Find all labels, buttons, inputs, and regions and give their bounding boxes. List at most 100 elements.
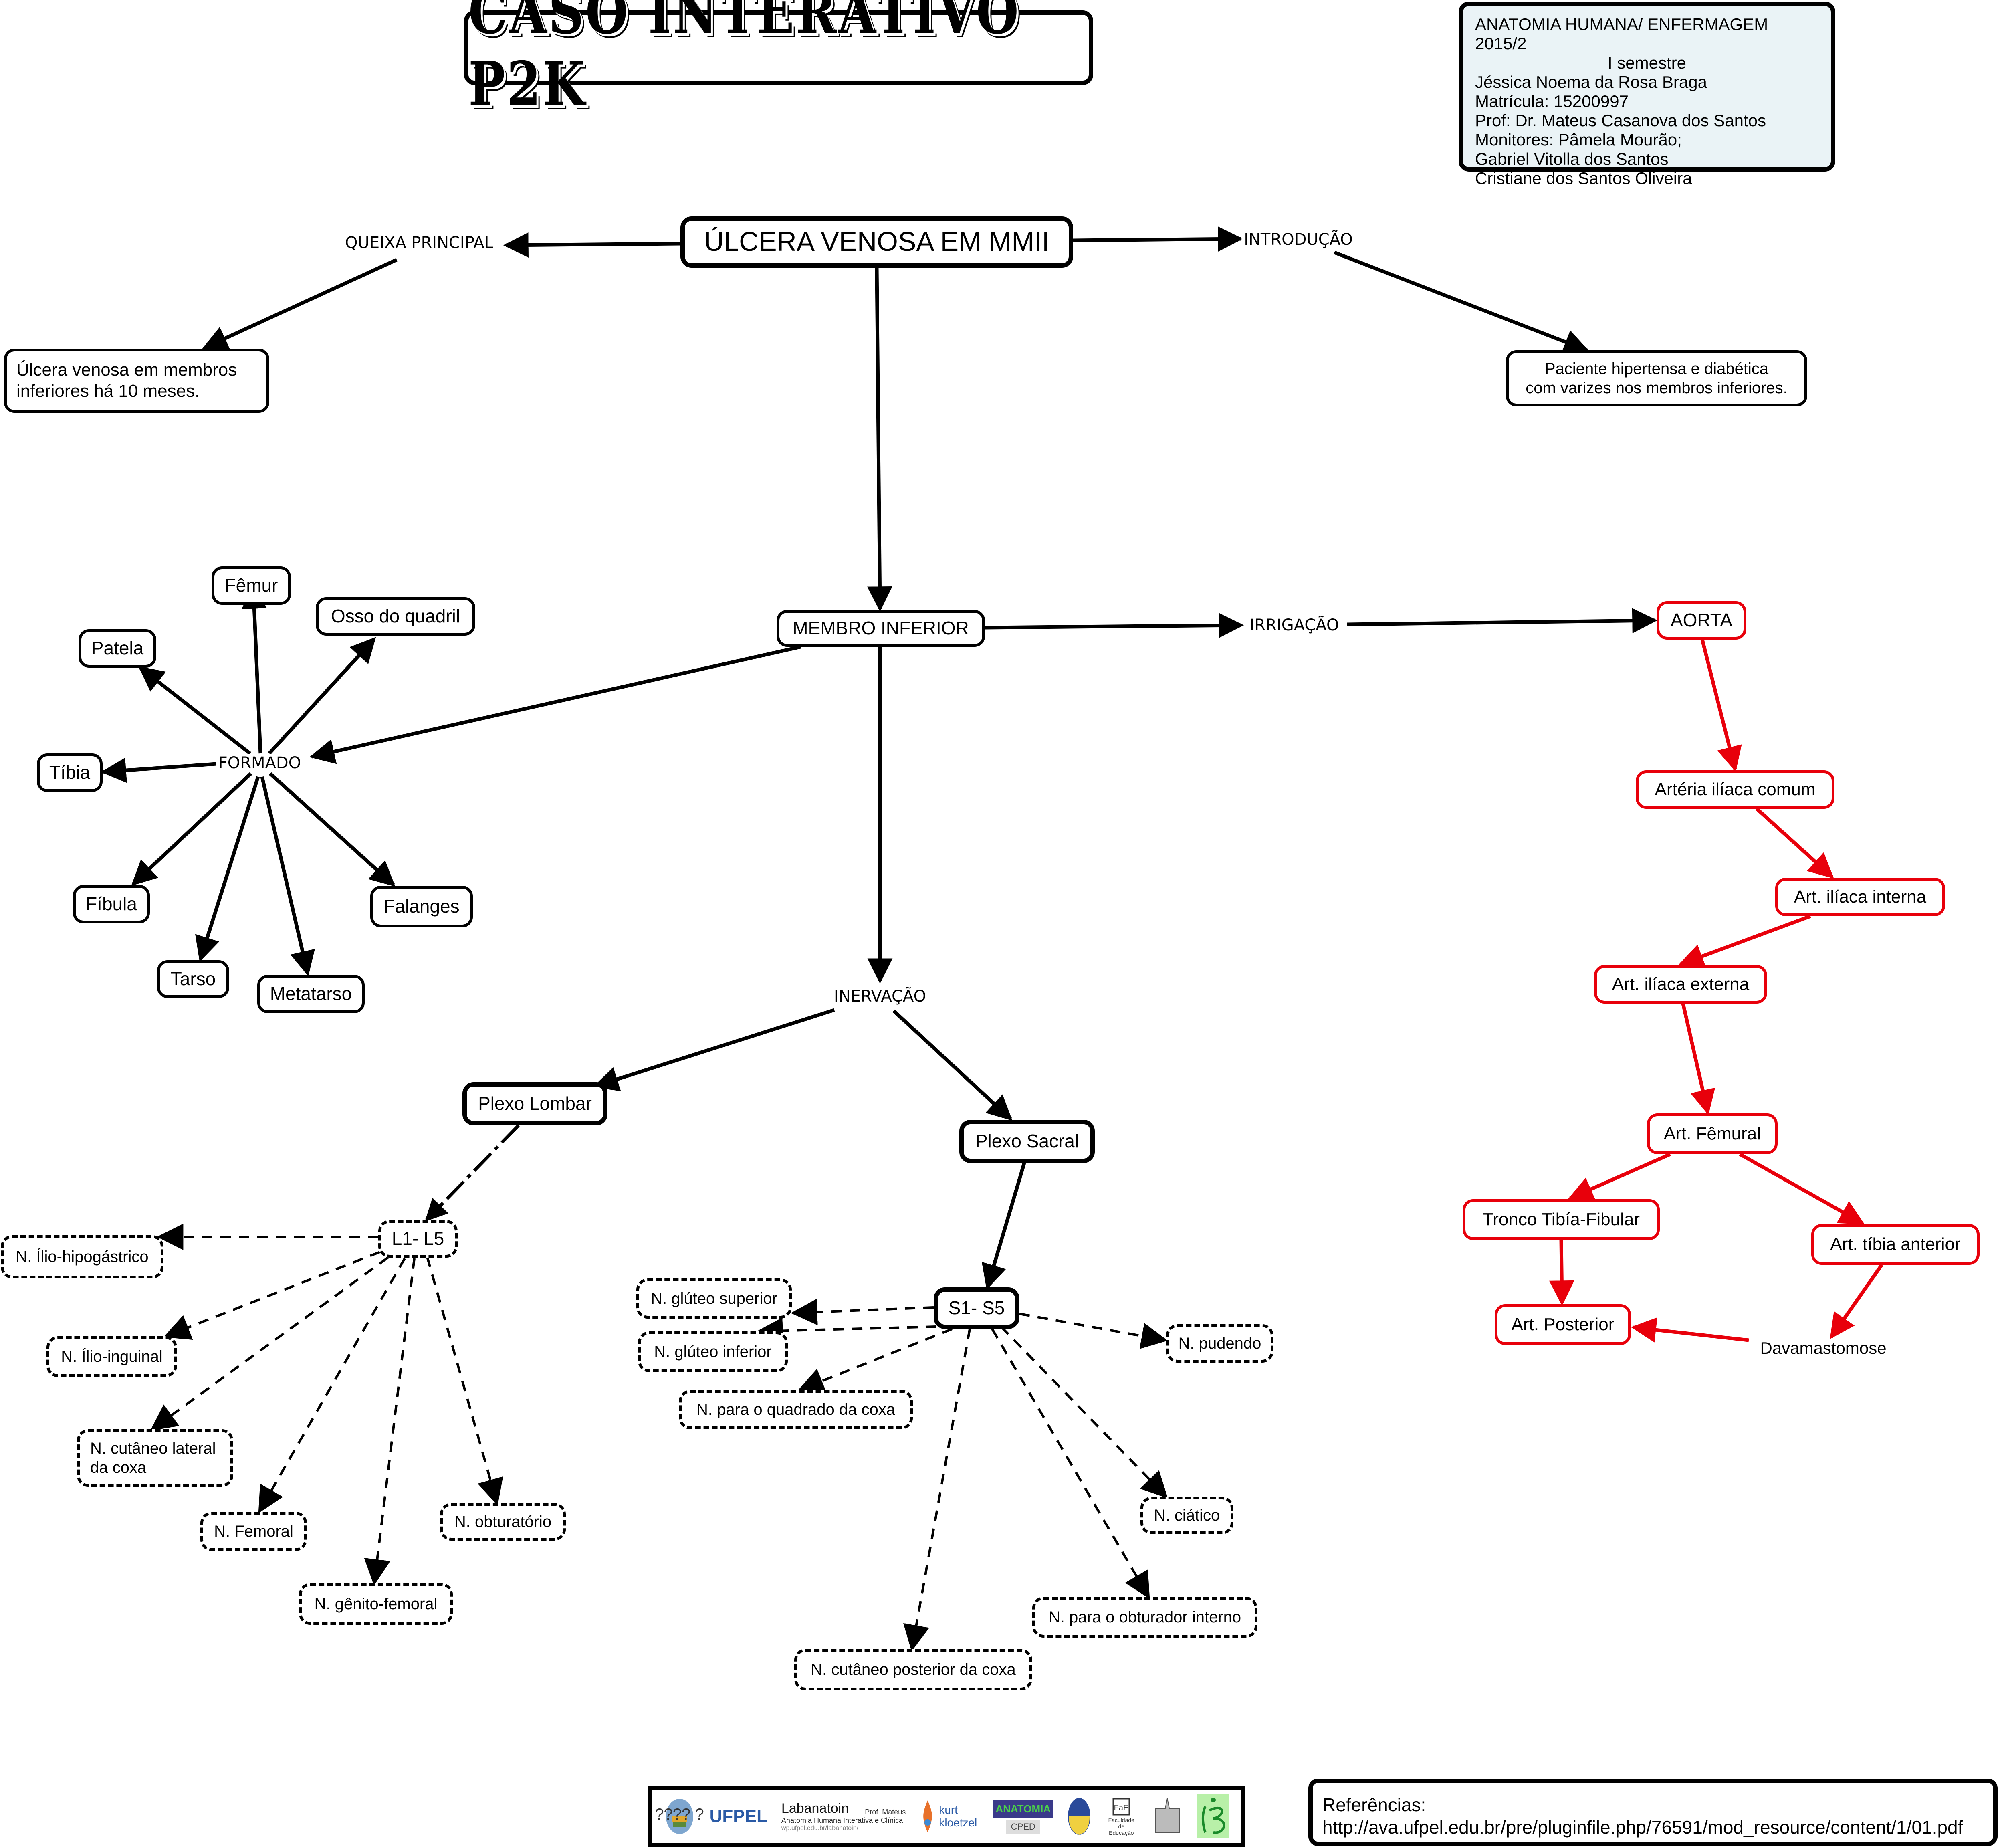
- nerve-node-obturatorio[interactable]: N. obturatório: [440, 1503, 566, 1541]
- edge-formado-metatarso: [260, 776, 315, 977]
- link-anastomose: Davamastomose: [1758, 1339, 1889, 1358]
- labanatoin-name: Labanatoin: [781, 1801, 849, 1816]
- edge-l1l5-femoral: [258, 1258, 406, 1513]
- edge-inervacao-lombar: [593, 1008, 835, 1091]
- edge-formado-quadril: [268, 637, 376, 755]
- artery-node-posterior[interactable]: Art. Posterior: [1495, 1304, 1631, 1345]
- artery-node-tronco-tibio-fibular[interactable]: Tronco Tibía-Fibular: [1463, 1199, 1660, 1240]
- edge-formado-femur: [241, 583, 267, 754]
- logo-text: ???? ?: [655, 1805, 704, 1823]
- university-seal-icon: ???? ?: [655, 1796, 704, 1836]
- edge-formado-fibula: [131, 772, 252, 886]
- edge-l1l5-genitofemoral: [364, 1258, 416, 1586]
- artery-node-iliaca-interna[interactable]: Art. ilíaca interna: [1775, 878, 1945, 916]
- artery-node-iliaca-comum[interactable]: Artéria ilíaca comum: [1636, 770, 1834, 809]
- edge-formado-falanges: [268, 772, 396, 887]
- link-introducao: INTRODUÇÃO: [1241, 230, 1355, 249]
- bone-node-quadril[interactable]: Osso do quadril: [316, 597, 475, 636]
- kurt-kloetzel-logo: kurt kloetzel: [920, 1798, 979, 1834]
- monitors-line: Monitores: Pâmela Mourão;: [1475, 130, 1682, 149]
- edge-formado-tarso: [195, 776, 260, 962]
- edge-l1l5-obturatorio: [426, 1256, 503, 1506]
- page-title: CASO INTERATIVO P2K: [468, 0, 1020, 120]
- ufpel-wordmark: UFPEL: [709, 1806, 767, 1826]
- nerve-node-gluteo-superior[interactable]: N. glúteo superior: [636, 1278, 792, 1319]
- professor-line: Prof: Dr. Mateus Casanova dos Santos: [1475, 111, 1766, 130]
- edge-interna-externa: [1678, 914, 1811, 968]
- edge-anastomose-posterior: [1631, 1317, 1749, 1343]
- nerve-node-cutaneo-lateral[interactable]: N. cutâneo lateral da coxa: [77, 1429, 233, 1487]
- edge-s1s5-cutaneo-post: [903, 1329, 971, 1652]
- nerve-node-cutaneo-posterior[interactable]: N. cutâneo posterior da coxa: [794, 1649, 1032, 1690]
- bone-node-tarso[interactable]: Tarso: [157, 960, 229, 998]
- edge-s1s5-pudendo: [1019, 1313, 1168, 1349]
- l1-l5-node[interactable]: L1- L5: [378, 1220, 458, 1258]
- bone-node-metatarso[interactable]: Metatarso: [257, 975, 365, 1013]
- course-line: ANATOMIA HUMANA/ ENFERMAGEM 2015/2: [1475, 15, 1768, 53]
- nerve-node-ciatico[interactable]: N. ciático: [1140, 1497, 1233, 1534]
- edge-formado-tibia: [101, 757, 217, 783]
- labanatoin-url: wp.ufpel.edu.br/labanatoin/: [781, 1825, 859, 1832]
- edge-l1l5-ilioinguinal: [163, 1251, 381, 1340]
- title-banner: CASO INTERATIVO P2K: [464, 0, 1093, 120]
- bone-node-falanges[interactable]: Falanges: [370, 886, 473, 927]
- nerve-node-quadrado-coxa[interactable]: N. para o quadrado da coxa: [679, 1390, 913, 1429]
- plexo-lombar-node[interactable]: Plexo Lombar: [462, 1082, 607, 1125]
- s1-s5-node[interactable]: S1- S5: [934, 1287, 1019, 1329]
- nerve-node-obturador-interno[interactable]: N. para o obturador interno: [1032, 1597, 1257, 1638]
- bone-node-fibula[interactable]: Fíbula: [73, 885, 150, 923]
- edge-femoral-tronco: [1568, 1152, 1671, 1201]
- ib-logo: [1197, 1794, 1230, 1838]
- artery-node-iliaca-externa[interactable]: Art. ilíaca externa: [1594, 965, 1767, 1004]
- introducao-node[interactable]: Paciente hipertensa e diabética com vari…: [1506, 350, 1807, 406]
- edge-root-membro: [867, 267, 892, 612]
- bone-node-patela[interactable]: Patela: [79, 629, 156, 668]
- edge-s1s5-obturador-int: [991, 1328, 1150, 1599]
- monitor-name: Cristiane dos Santos Oliveira: [1475, 169, 1692, 188]
- edge-inervacao-sacral: [892, 1009, 1013, 1121]
- anatomia-text: ANATOMIA: [993, 1799, 1053, 1818]
- artery-node-aorta[interactable]: AORTA: [1657, 601, 1746, 640]
- artery-node-tibia-anterior[interactable]: Art. tíbia anterior: [1811, 1224, 1980, 1265]
- nerve-node-femoral[interactable]: N. Femoral: [200, 1512, 307, 1551]
- labanatoin-subtitle: Anatomia Humana Interativa e Clínica: [781, 1816, 903, 1824]
- membro-inferior-node[interactable]: MEMBRO INFERIOR: [777, 610, 985, 647]
- bone-node-femur[interactable]: Fêmur: [212, 566, 291, 605]
- building-icon: [1155, 1798, 1180, 1833]
- edge-femoral-tibia-ant: [1739, 1153, 1865, 1225]
- edge-tibia-ant-anastomose: [1830, 1264, 1883, 1339]
- edge-s1s5-ciatico: [1000, 1325, 1168, 1499]
- student-id: Matrícula: 15200997: [1475, 92, 1629, 111]
- edge-aorta-comum: [1700, 639, 1742, 772]
- nerve-node-pudendo[interactable]: N. pudendo: [1166, 1324, 1273, 1363]
- flame-icon: [923, 1800, 932, 1832]
- nerve-node-iliohipogastrico[interactable]: N. Ílio-hipogástrico: [1, 1235, 163, 1278]
- link-formado: FORMADO: [216, 754, 304, 772]
- artery-node-femoral[interactable]: Art. Fêmural: [1647, 1113, 1778, 1154]
- queixa-node[interactable]: Úlcera venosa em membros inferiores há 1…: [4, 349, 269, 413]
- edge-comum-interna: [1755, 807, 1834, 879]
- svg-text:FaE: FaE: [1114, 1804, 1129, 1812]
- semester-line: I semestre: [1607, 53, 1687, 72]
- edge-queixa-text: [202, 258, 398, 350]
- root-node[interactable]: ÚLCERA VENOSA EM MMII: [680, 216, 1073, 268]
- edge-s1s5-quadrado: [797, 1328, 953, 1394]
- plexo-sacral-node[interactable]: Plexo Sacral: [959, 1120, 1095, 1163]
- ufpel-logo: UFPEL: [710, 1806, 767, 1826]
- edge-sacral-s1s5: [981, 1162, 1026, 1290]
- logos-strip: ???? ? UFPEL Labanatoin Prof. Mateus Ana…: [648, 1786, 1245, 1847]
- medicina-logo: [1151, 1796, 1183, 1836]
- labanatoin-logo: Labanatoin Prof. Mateus Anatomia Humana …: [781, 1801, 906, 1832]
- nerve-node-ilioinguinal[interactable]: N. Ílio-inguinal: [46, 1336, 177, 1377]
- references-link[interactable]: http://ava.ufpel.edu.br/pre/pluginfile.p…: [1322, 1817, 1963, 1838]
- bone-node-tibia[interactable]: Tíbia: [37, 753, 103, 792]
- edge-s1s5-gluteo-inf: [756, 1317, 936, 1344]
- edge-formado-patela: [138, 666, 251, 755]
- edge-externa-femoral: [1681, 1003, 1715, 1115]
- references-box: Referências: http://ava.ufpel.edu.br/pre…: [1308, 1779, 1998, 1846]
- nerve-node-gluteo-inferior[interactable]: N. glúteo inferior: [638, 1331, 788, 1372]
- edge-tronco-posterior: [1549, 1240, 1574, 1306]
- link-irrigacao: IRRIGAÇÃO: [1247, 616, 1342, 634]
- nerve-node-genitofemoral[interactable]: N. gênito-femoral: [299, 1583, 453, 1625]
